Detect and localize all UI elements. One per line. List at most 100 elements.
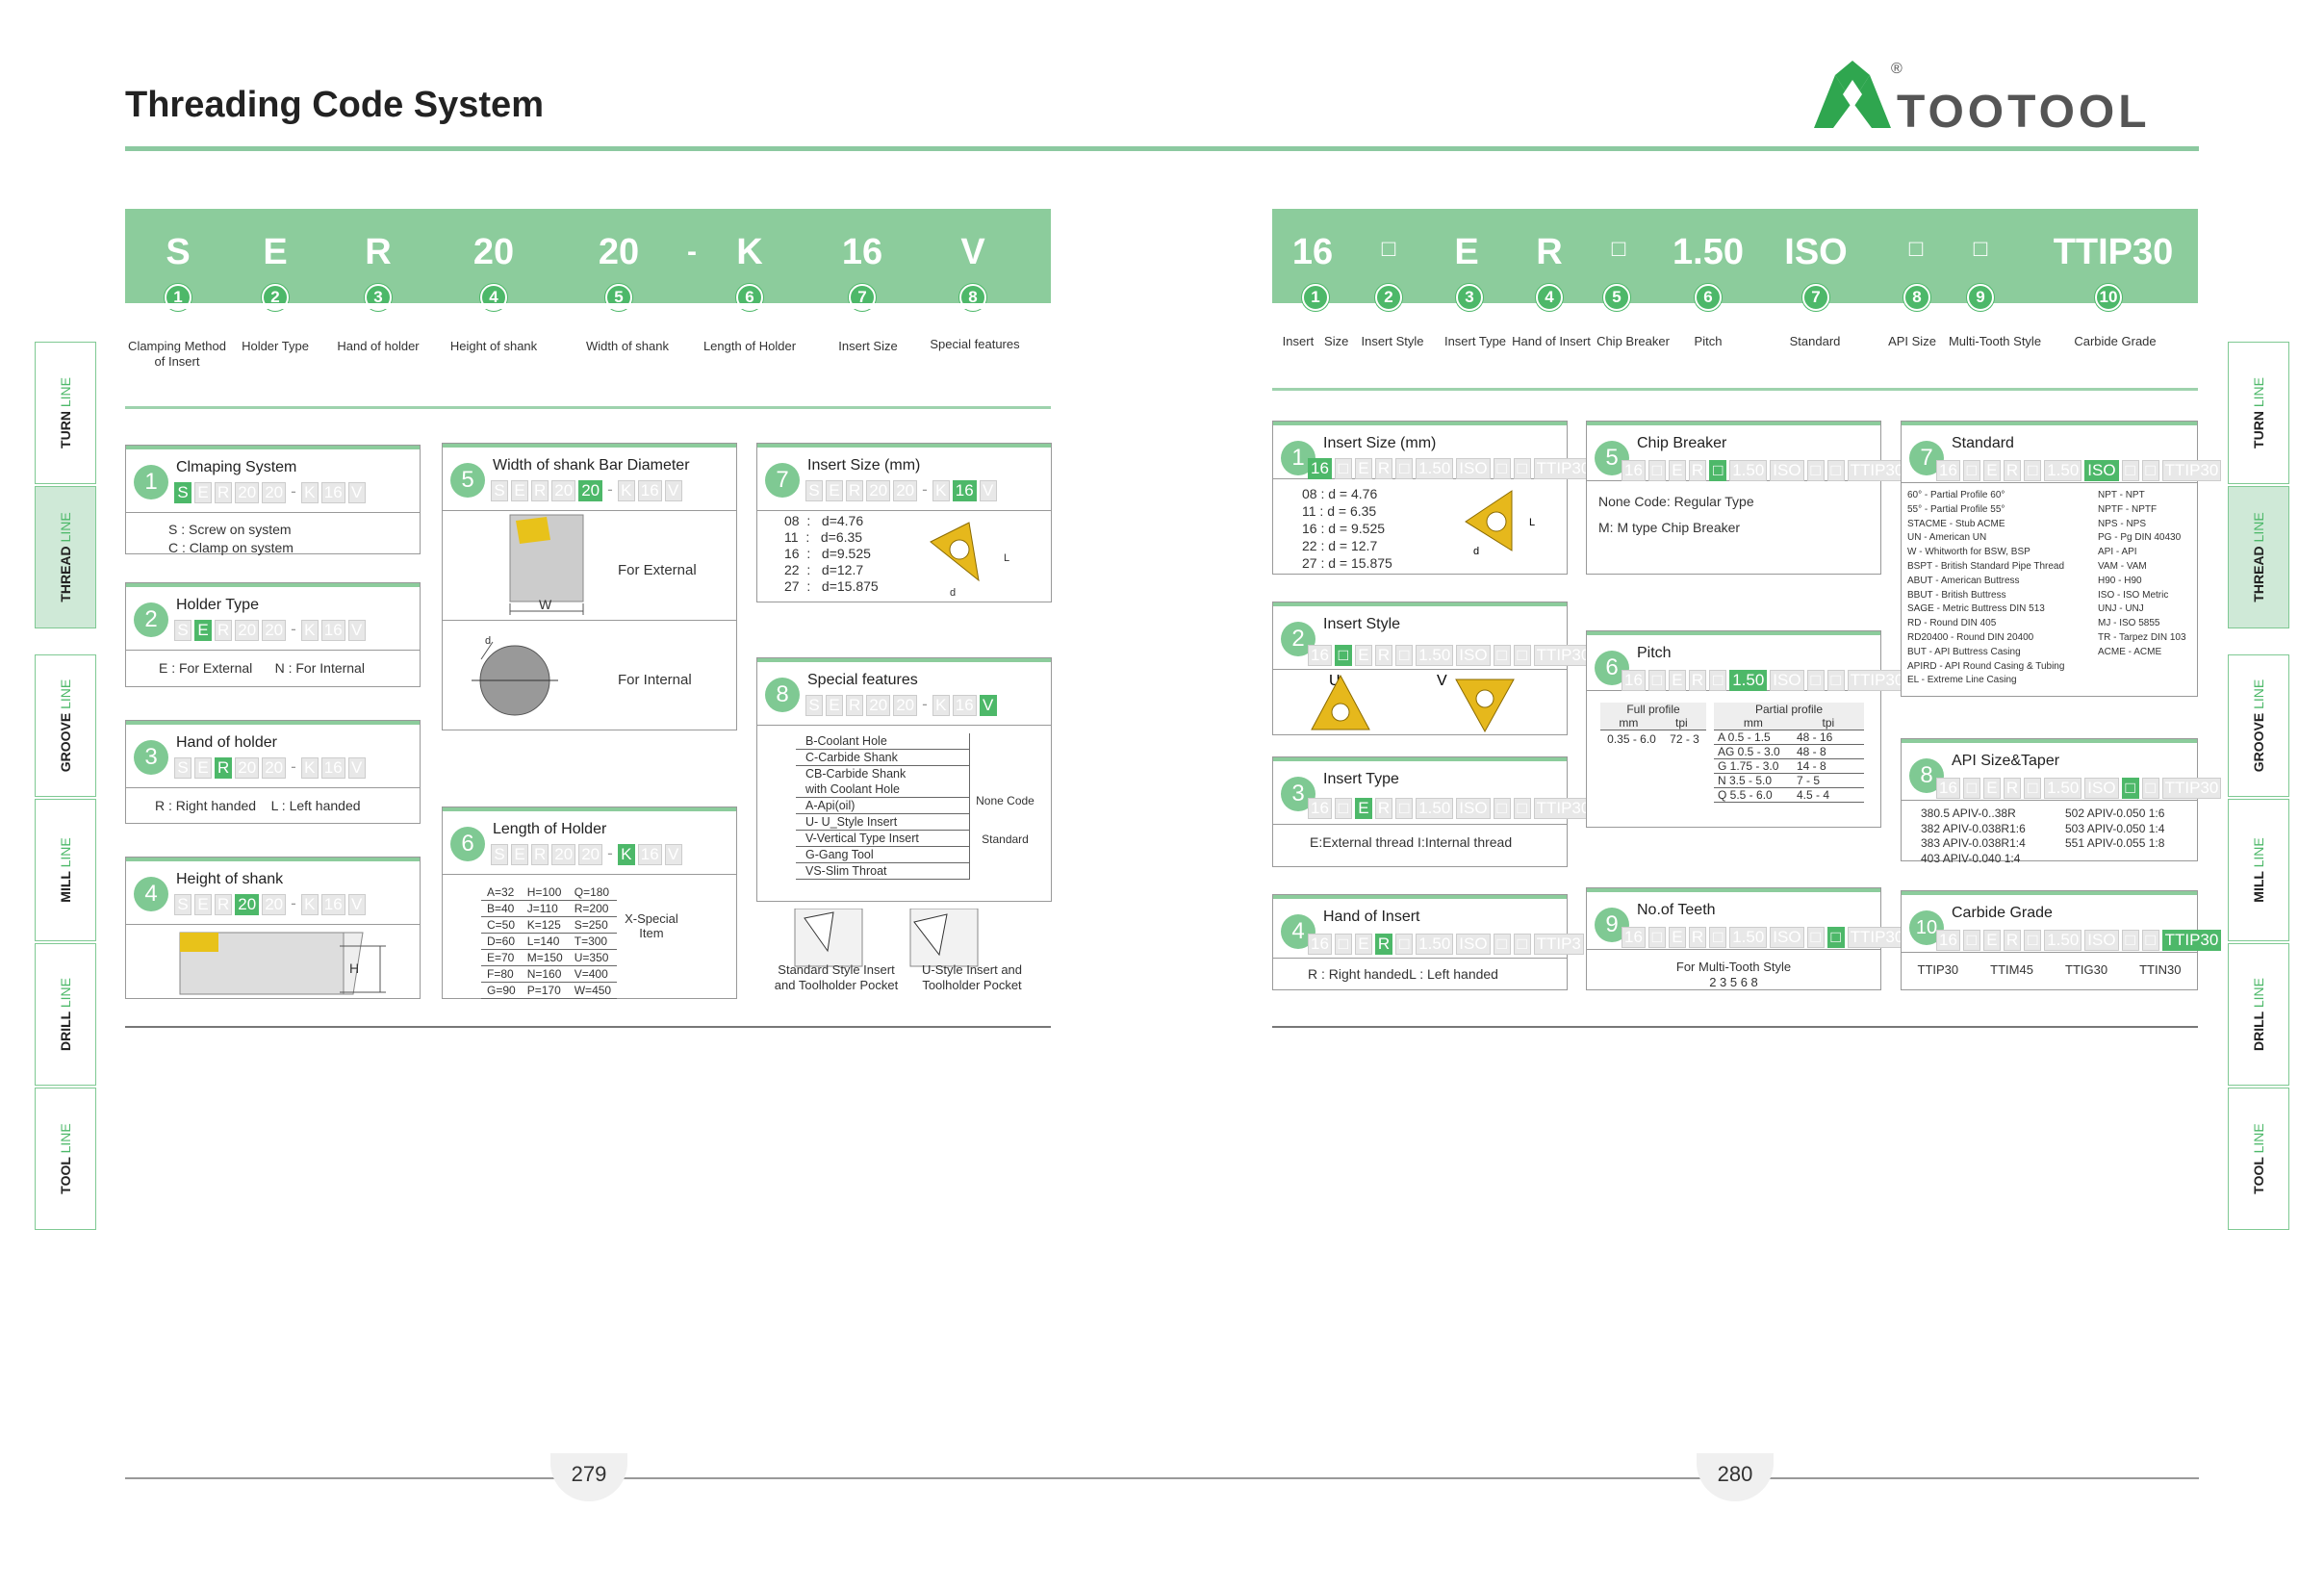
table-cell: 7 - 5 [1797, 774, 1821, 787]
table-cell: Q=180 [568, 884, 618, 901]
side-tab-mill[interactable]: MILL LINE [2228, 799, 2289, 941]
list-item: U- U_Style Insert [796, 814, 969, 831]
table-cell: K=125 [521, 916, 569, 934]
svg-text:V: V [1437, 673, 1447, 689]
list-item: 22 : d=12.7 [784, 562, 864, 577]
list-item: H90 - H90 [2098, 575, 2142, 586]
list-item: API - API [2098, 547, 2137, 558]
list-item: 55° - Partial Profile 55° [1907, 503, 2005, 515]
list-item: A-Api(oil) [796, 798, 969, 814]
left-separator [125, 406, 1051, 409]
code-char: 20 [598, 232, 640, 272]
table-cell: B=40 [481, 900, 522, 917]
logo-text: TOOTOOL [1897, 87, 2151, 133]
code-dash: - [687, 236, 697, 268]
list-item: STACME - Stub ACME [1907, 518, 2005, 529]
side-tab-groove[interactable]: GROOVE LINE [2228, 654, 2289, 797]
side-tab-mill[interactable]: MILL LINE [35, 799, 96, 941]
list-item: V-Vertical Type Insert [796, 831, 969, 847]
svg-text:U: U [1329, 673, 1341, 689]
table-row: Q 5.5 - 6.0 4.5 - 4 [1714, 788, 1864, 803]
code-char: R [365, 232, 392, 272]
side-tab-turn[interactable]: TURN LINE [2228, 342, 2289, 484]
side-tab-thread[interactable]: THREAD LINE [2228, 486, 2289, 628]
table-cell: U=350 [568, 949, 618, 966]
code-label: Width of shank [586, 339, 669, 353]
list-item: UNJ - UNJ [2098, 603, 2144, 615]
side-tab-thread[interactable]: THREAD LINE [35, 486, 96, 628]
table-cell: 48 - 16 [1797, 730, 1833, 744]
svg-text:For External: For External [618, 562, 697, 578]
svg-text:d: d [950, 587, 956, 599]
table-cell: R=200 [568, 900, 618, 917]
table-cell: M=150 [521, 949, 569, 966]
code-char: 16 [841, 232, 883, 272]
side-tab-label: THREAD LINE [2251, 512, 2266, 602]
list-item: 08 : d = 4.76 [1302, 486, 1378, 501]
list-item: 22 : d = 12.7 [1302, 538, 1378, 553]
side-tab-turn[interactable]: TURN LINE [35, 342, 96, 484]
external-shank-drawing: W For External [443, 514, 736, 621]
code-label: Length of Holder [702, 339, 797, 353]
insert-drawing: Ld [930, 522, 1009, 599]
list-item: ISO - ISO Metric [2098, 589, 2169, 601]
list-item: G-Gang Tool [796, 847, 969, 863]
side-tab-tool[interactable]: TOOL LINE [35, 1088, 96, 1230]
table-cell: 403 APIV-0.040 1:4 [1921, 851, 2021, 865]
side-tab-groove[interactable]: GROOVE LINE [35, 654, 96, 797]
table-cell: J=110 [521, 900, 569, 917]
list-item: MJ - ISO 5855 [2098, 618, 2160, 629]
side-tab-label: TOOL LINE [58, 1123, 73, 1194]
standard-list-left: 60° - Partial Profile 60° 55° - Partial P… [1907, 489, 2098, 688]
list-item: 16 : d=9.525 [784, 546, 871, 561]
list-item: BBUT - British Buttress [1907, 589, 2006, 601]
side-tab-label: TURN LINE [2251, 377, 2266, 448]
list-item: BUT - API Buttress Casing [1907, 646, 2021, 657]
table-cell: Q 5.5 - 6.0 [1718, 788, 1773, 802]
svg-text:d: d [485, 635, 491, 647]
table-cell: L=140 [521, 933, 569, 950]
code-label: Hand of holder [337, 339, 420, 353]
side-tab-label: TOOL LINE [2251, 1123, 2266, 1194]
table-cell: S=250 [568, 916, 618, 934]
table-cell: W=450 [568, 982, 618, 999]
right-code-bar: 16 □ E R □ 1.50 ISO □ □ TTIP30 1 2 3 4 5… [1272, 209, 2198, 311]
svg-text:W: W [539, 597, 552, 612]
side-tab-drill[interactable]: DRILL LINE [35, 943, 96, 1086]
side-tab-label: TURN LINE [58, 377, 73, 448]
table-cell: 383 APIV-0.038R1:4 [1921, 836, 2026, 850]
side-tab-label: DRILL LINE [58, 978, 73, 1051]
table-cell: 380.5 APIV-0..38R [1921, 807, 2016, 820]
table-cell: 48 - 8 [1797, 745, 1826, 758]
side-tab-label: MILL LINE [58, 837, 73, 903]
table-cell: AG 0.5 - 3.0 [1718, 745, 1780, 758]
table-cell: F=80 [481, 965, 522, 983]
side-tab-drill[interactable]: DRILL LINE [2228, 943, 2289, 1086]
list-item: SAGE - Metric Buttress DIN 513 [1907, 603, 2045, 615]
list-item: 60° - Partial Profile 60° [1907, 490, 2005, 500]
table-cell: T=300 [568, 933, 618, 950]
list-item: 27 : d = 15.875 [1302, 555, 1392, 571]
internal-bar-drawing: d For Internal [472, 635, 692, 716]
grade-item: TTIN30 [2139, 962, 2182, 977]
table-cell: 14 - 8 [1797, 759, 1826, 773]
caption-u-pocket: U-Style Insert and Toolholder Pocket [921, 962, 1023, 992]
table-cell: 4.5 - 4 [1797, 788, 1830, 802]
list-item: B-Coolant Hole [796, 733, 969, 750]
page-number-right: 280 [1697, 1453, 1774, 1501]
side-tab-tool[interactable]: TOOL LINE [2228, 1088, 2289, 1230]
